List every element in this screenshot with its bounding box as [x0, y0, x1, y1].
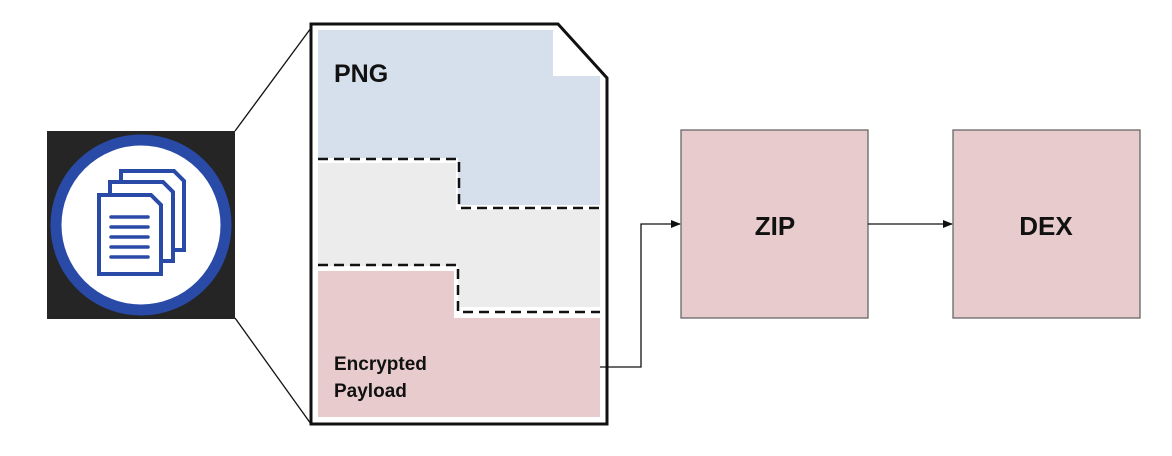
- zip-node: ZIP: [680, 129, 869, 319]
- middle-layer: [318, 163, 600, 307]
- documents-icon: [47, 131, 235, 319]
- payload-label-line1: Encrypted: [334, 354, 427, 375]
- dex-node: DEX: [952, 129, 1141, 319]
- payload-layer: [318, 271, 600, 417]
- zoom-line-top: [234, 27, 312, 132]
- png-label: PNG: [334, 60, 388, 88]
- edge-payload-to-zip: [600, 220, 681, 368]
- zoom-line-bottom: [234, 317, 312, 425]
- dex-label: DEX: [1019, 211, 1073, 241]
- payload-boundary: [318, 263, 600, 314]
- png-boundary: [318, 157, 600, 210]
- zip-label: ZIP: [755, 211, 795, 241]
- png-file: PNG Encrypted Payload: [309, 22, 609, 426]
- payload-label-line2: Payload: [334, 381, 407, 402]
- png-layer: [318, 30, 600, 205]
